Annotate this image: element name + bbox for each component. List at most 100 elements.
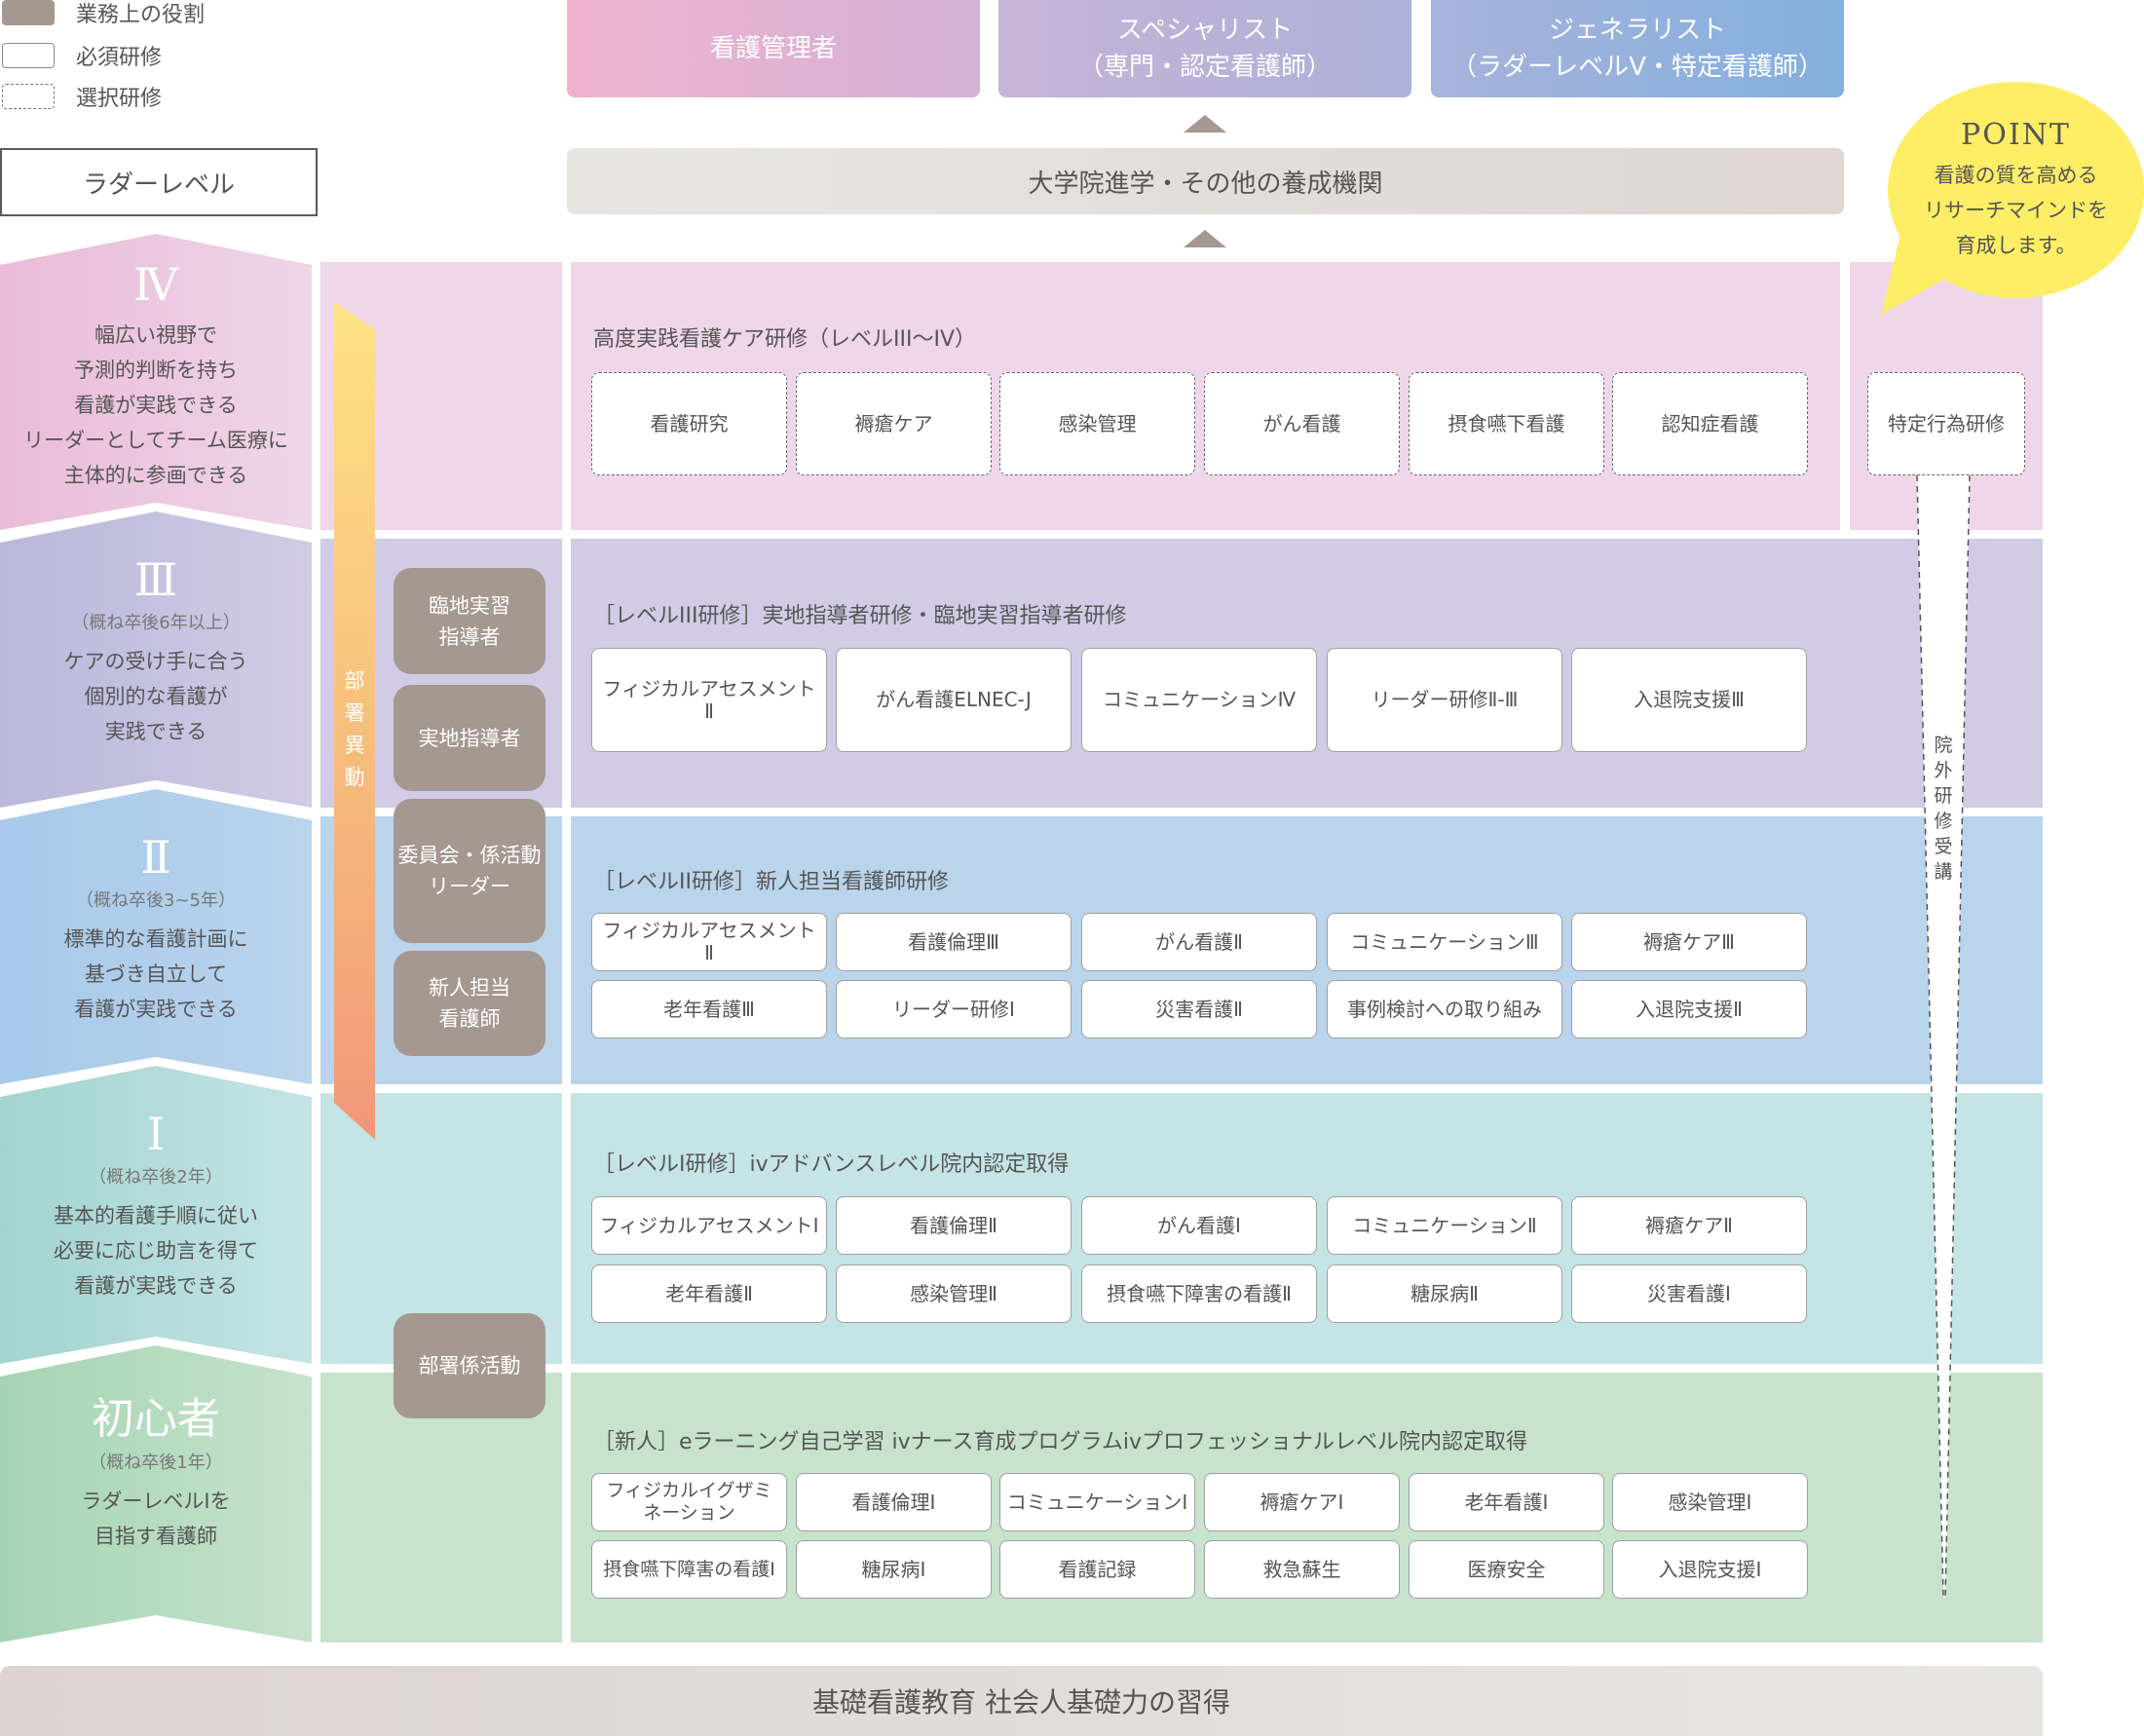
header-line: （専門・認定看護師） — [1077, 53, 1332, 82]
course[interactable]: コミュニケーションⅣ — [1081, 648, 1317, 752]
course[interactable]: 看護記録 — [999, 1540, 1195, 1599]
point-line: リサーチマインドを — [1924, 198, 2108, 222]
course[interactable]: 看護倫理Ⅲ — [836, 913, 1072, 971]
course-tokutei[interactable]: 特定行為研修 — [1867, 372, 2025, 475]
role-clinical-practice-instructor: 臨地実習 指導者 — [394, 568, 545, 674]
course[interactable]: 入退院支援Ⅱ — [1571, 980, 1807, 1038]
header-line: 看護管理者 — [709, 34, 837, 63]
level-years: （概ね卒後3~5年） — [76, 890, 236, 911]
level-desc: 基づき自立して — [84, 962, 228, 986]
header-line: （ラダーレベルV・特定看護師） — [1451, 53, 1824, 82]
ladder-level-ii: Ⅱ （概ね卒後3~5年） 標準的な看護計画に 基づき自立して 看護が実践できる — [0, 789, 312, 1084]
role-line: 看護師 — [438, 1007, 501, 1031]
course[interactable]: 救急蘇生 — [1204, 1540, 1400, 1599]
course[interactable]: 看護研究 — [591, 372, 787, 475]
legend-label: 必須研修 — [76, 46, 163, 70]
header-specialist: スペシャリスト （専門・認定看護師） — [998, 0, 1411, 97]
course[interactable]: がん看護ELNEC-J — [836, 648, 1072, 752]
course[interactable]: がん看護Ⅰ — [1081, 1196, 1317, 1255]
course[interactable]: 摂食嚥下障害の看護Ⅰ — [591, 1540, 787, 1599]
course[interactable]: 入退院支援Ⅲ — [1571, 648, 1807, 752]
graduate-school-bar: 大学院進学・その他の養成機関 — [567, 148, 1844, 214]
course[interactable]: 褥瘡ケア — [796, 372, 992, 475]
point-line: 育成します。 — [1955, 233, 2077, 257]
char: 部 — [344, 669, 365, 693]
header-line: ジェネラリスト — [1548, 16, 1726, 45]
course[interactable]: 褥瘡ケアⅡ — [1571, 1196, 1807, 1255]
course[interactable]: がん看護Ⅱ — [1081, 913, 1317, 971]
external-training-label: 院 外 研 修 受 講 — [1932, 733, 1955, 885]
course[interactable]: 摂食嚥下障害の看護Ⅱ — [1081, 1264, 1317, 1323]
course[interactable]: 糖尿病Ⅱ — [1327, 1264, 1562, 1323]
level-desc: 看護が実践できる — [74, 394, 238, 417]
level-desc: 標準的な看護計画に — [63, 927, 248, 951]
level-numeral: 初心者 — [92, 1394, 220, 1444]
course[interactable]: 看護倫理Ⅰ — [796, 1473, 992, 1531]
header-nursing-manager: 看護管理者 — [567, 0, 980, 97]
header-generalist: ジェネラリスト （ラダーレベルV・特定看護師） — [1431, 0, 1844, 97]
char: 受 — [1934, 836, 1953, 857]
role-line: 新人担当 — [429, 976, 510, 1000]
course[interactable]: 事例検討への取り組み — [1327, 980, 1562, 1038]
course[interactable]: 老年看護Ⅰ — [1409, 1473, 1604, 1531]
level-desc: ラダーレベルIを — [81, 1490, 231, 1513]
course[interactable]: 入退院支援Ⅰ — [1612, 1540, 1808, 1599]
course[interactable]: コミュニケーションⅠ — [999, 1473, 1195, 1531]
course[interactable]: 医療安全 — [1409, 1540, 1604, 1599]
char: 外 — [1934, 760, 1953, 781]
ladder-level-i: Ⅰ （概ね卒後2年） 基本的看護手順に従い 必要に応じ助言を得て 看護が実践でき… — [0, 1066, 312, 1364]
level-desc: 実践できる — [104, 720, 207, 743]
ladder-level-iii: Ⅲ （概ね卒後6年以上） ケアの受け手に合う 個別的な看護が 実践できる — [0, 511, 312, 808]
course[interactable]: 摂食嚥下看護 — [1409, 372, 1604, 475]
role-swatch — [2, 0, 55, 25]
course[interactable]: がん看護 — [1204, 372, 1400, 475]
course[interactable]: 感染管理Ⅰ — [1612, 1473, 1808, 1531]
header-line: スペシャリスト — [1116, 16, 1294, 45]
course[interactable]: コミュニケーションⅢ — [1327, 913, 1562, 971]
optional-swatch — [2, 84, 55, 109]
level-desc: 必要に応じ助言を得て — [54, 1239, 258, 1263]
course[interactable]: フィジカルイグザミネーション — [591, 1473, 787, 1531]
level-numeral: Ⅰ — [146, 1108, 166, 1160]
role-practical-instructor: 実地指導者 — [394, 685, 545, 791]
role-new-staff-preceptor: 新人担当 看護師 — [394, 951, 545, 1056]
course[interactable]: 災害看護Ⅱ — [1081, 980, 1317, 1038]
section-title-iv: 高度実践看護ケア研修（レベルIII〜IV） — [593, 327, 977, 352]
course[interactable]: フィジカルアセスメントⅡ — [591, 913, 827, 971]
level-desc: ケアの受け手に合う — [63, 650, 248, 673]
course[interactable]: 糖尿病Ⅰ — [796, 1540, 992, 1599]
course[interactable]: 感染管理Ⅱ — [836, 1264, 1072, 1323]
course[interactable]: 老年看護Ⅱ — [591, 1264, 827, 1323]
required-swatch — [2, 43, 55, 68]
course[interactable]: コミュニケーションⅡ — [1327, 1196, 1562, 1255]
ladder-level-iv: Ⅳ 幅広い視野で 予測的判断を持ち 看護が実践できる リーダーとしてチーム医療に… — [0, 234, 312, 530]
level-desc: リーダーとしてチーム医療に — [23, 429, 288, 452]
course[interactable]: リーダー研修Ⅱ-Ⅲ — [1327, 648, 1562, 752]
course[interactable]: 褥瘡ケアⅠ — [1204, 1473, 1400, 1531]
point-title: POINT — [1961, 117, 2071, 152]
role-line: 臨地実習 — [429, 593, 510, 618]
department-transfer-arrow — [334, 302, 375, 1140]
course[interactable]: 老年看護Ⅲ — [591, 980, 827, 1038]
point-line: 看護の質を高める — [1934, 163, 2098, 187]
legend-label: 業務上の役割 — [76, 3, 206, 27]
level-desc: 看護が実践できる — [74, 1274, 238, 1298]
external-training-column — [1914, 475, 1973, 1598]
level-numeral: Ⅳ — [133, 258, 178, 311]
course[interactable]: 褥瘡ケアⅢ — [1571, 913, 1807, 971]
point-bubble: POINT 看護の質を高める リサーチマインドを 育成します。 — [1888, 82, 2144, 298]
section-title-iii: ［レベルIII研修］実地指導者研修・臨地実習指導者研修 — [593, 604, 1127, 628]
course[interactable]: フィジカルアセスメントⅠ — [591, 1196, 827, 1255]
course[interactable]: フィジカルアセスメントⅡ — [591, 648, 827, 752]
level-desc: 目指す看護師 — [94, 1525, 217, 1548]
course[interactable]: 認知症看護 — [1612, 372, 1808, 475]
char: 異 — [344, 734, 365, 757]
char: 講 — [1934, 861, 1953, 883]
role-department-activity: 部署係活動 — [394, 1313, 545, 1418]
course[interactable]: リーダー研修Ⅰ — [836, 980, 1072, 1038]
course[interactable]: 看護倫理Ⅱ — [836, 1196, 1072, 1255]
course[interactable]: 感染管理 — [999, 372, 1195, 475]
role-line: 実地指導者 — [418, 726, 521, 750]
level-years: （概ね卒後6年以上） — [71, 613, 241, 633]
course[interactable]: 災害看護Ⅰ — [1571, 1264, 1807, 1323]
